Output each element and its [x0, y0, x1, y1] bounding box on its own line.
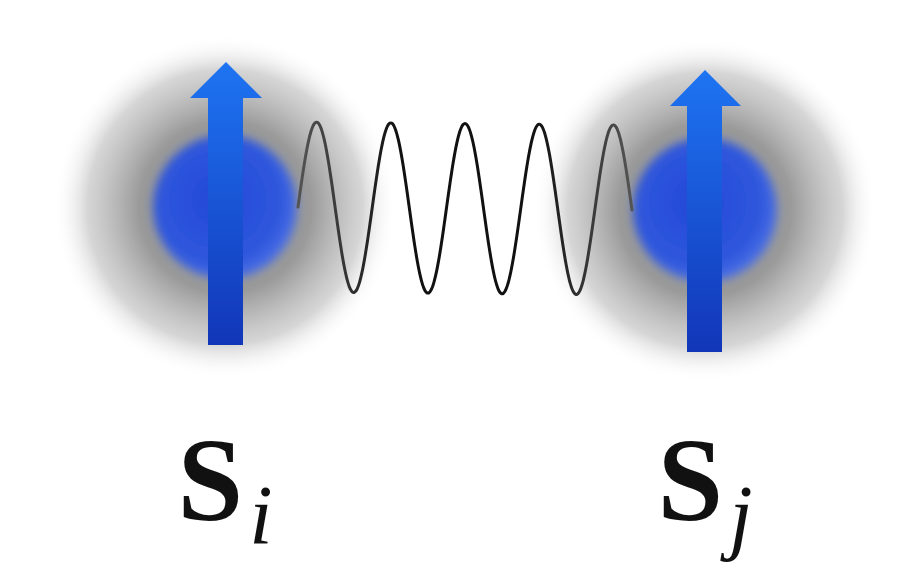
spin-arrow — [670, 70, 741, 352]
spin-index: i — [249, 469, 272, 562]
spin-label: Sj — [658, 422, 753, 558]
spin-symbol: S — [178, 415, 244, 546]
coupling-spring — [298, 122, 632, 294]
electron-cloud — [533, 38, 877, 382]
spin-index: j — [729, 469, 752, 562]
spin-symbol: S — [658, 415, 724, 546]
spin-arrow — [190, 62, 262, 345]
spin-label: Si — [178, 422, 273, 558]
electron-cloud — [53, 35, 397, 379]
spin-node: Sj — [633, 138, 777, 282]
spin-node: Si — [153, 135, 297, 279]
